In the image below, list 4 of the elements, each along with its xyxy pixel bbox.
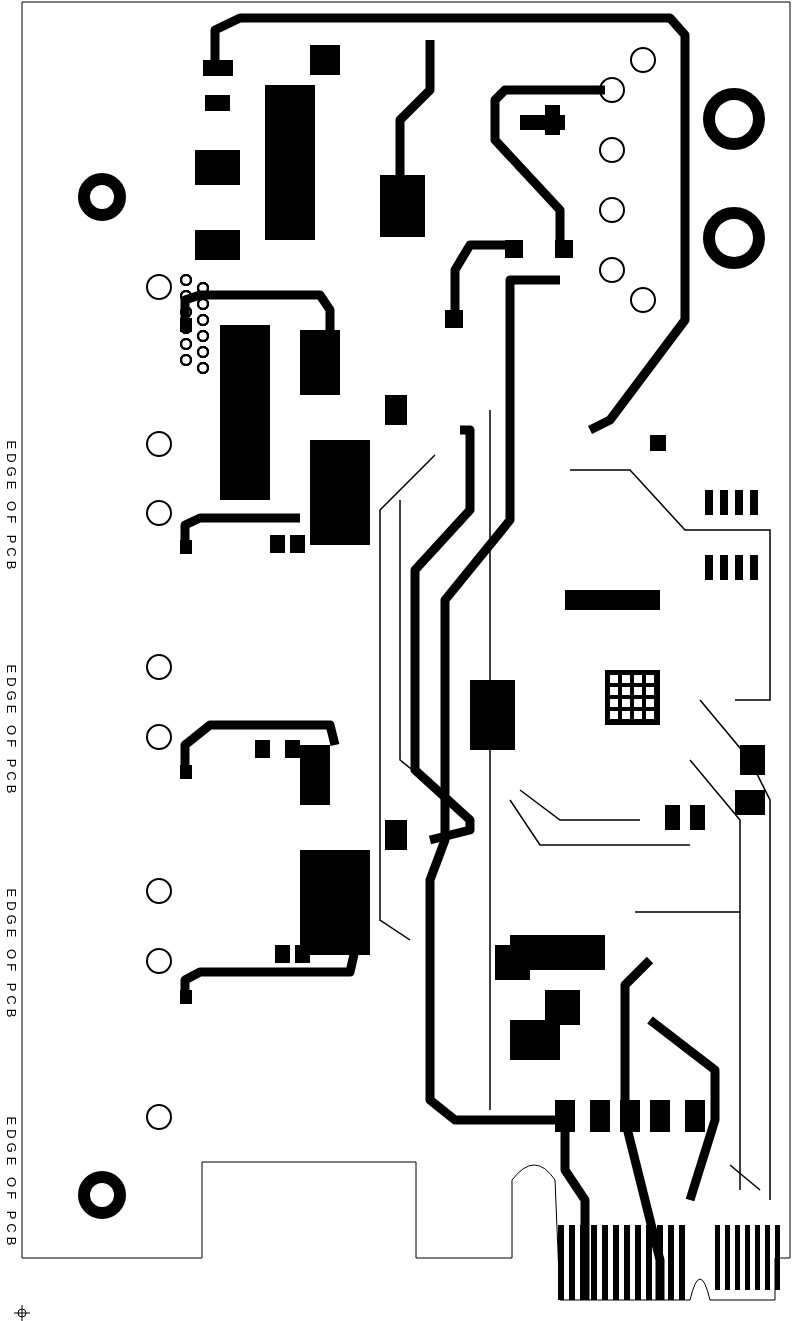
- board-edge-note: EDGE OF PCB: [3, 439, 19, 576]
- board-edge-note: EDGE OF PCB: [3, 663, 19, 800]
- board-edge-note: EDGE OF PCB: [3, 887, 19, 1024]
- board-edge-note: EDGE OF PCB: [3, 1115, 19, 1252]
